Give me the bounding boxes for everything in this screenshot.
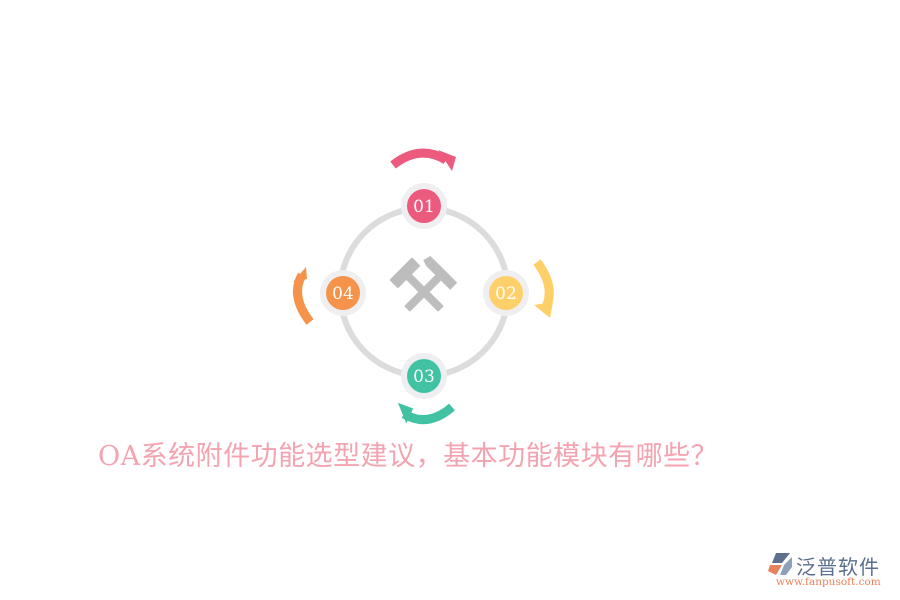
fanpu-logo-icon (768, 553, 792, 575)
arrow-icon-bottom (397, 402, 455, 425)
step-number: 02 (495, 284, 517, 304)
brand-url: www.fanpusoft.com (776, 576, 881, 588)
brand-name: 泛普软件 (796, 555, 880, 579)
step-number: 03 (413, 367, 435, 387)
step-node-02: 02 (483, 270, 529, 316)
step-node-01: 01 (401, 183, 447, 229)
arrow-icon-left (293, 267, 314, 325)
step-number: 04 (332, 284, 354, 304)
crossed-hammers-icon (389, 255, 458, 312)
step-node-04: 04 (320, 270, 366, 316)
arrow-icon-right (533, 259, 554, 318)
arrow-icon-top (390, 148, 456, 171)
page-title: OA系统附件功能选型建议，基本功能模块有哪些？ (98, 441, 719, 472)
step-node-03: 03 (401, 353, 447, 399)
step-number: 01 (413, 197, 435, 217)
brand-logo: 泛普软件 www.fanpusoft.com (766, 551, 896, 593)
